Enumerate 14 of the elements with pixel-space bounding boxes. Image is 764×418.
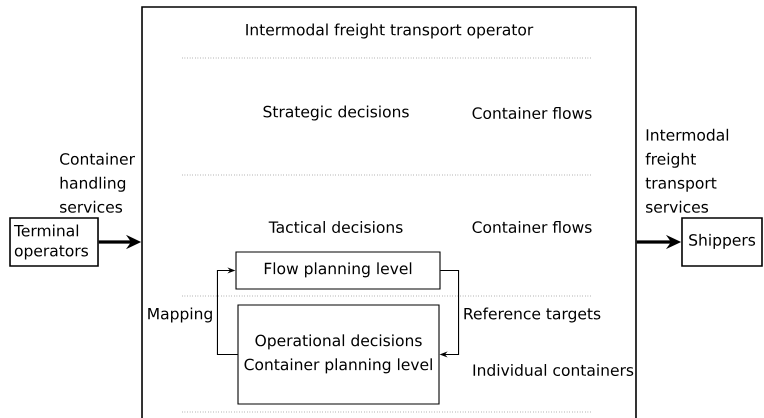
layer-label: Container flows [472, 107, 592, 119]
level-box: Operational decisions Container planning level [237, 304, 440, 405]
layer-label: Container flows [472, 221, 592, 233]
layer-label: Strategic decisions [264, 106, 409, 120]
edge-label: Intermodal freight transport services [646, 128, 728, 213]
edge-label: Mapping [148, 308, 212, 322]
edge-label: Reference targets [464, 308, 600, 322]
edge-label: Container handling services [60, 152, 135, 213]
terminal-box: Terminal operators [9, 217, 99, 267]
layer-label: Individual containers [474, 364, 634, 376]
shipper-box: Shippers [681, 217, 763, 267]
arrow [216, 267, 238, 356]
level-box: Flow planning level [235, 251, 441, 290]
layer-label: Tactical decisions [268, 221, 403, 233]
